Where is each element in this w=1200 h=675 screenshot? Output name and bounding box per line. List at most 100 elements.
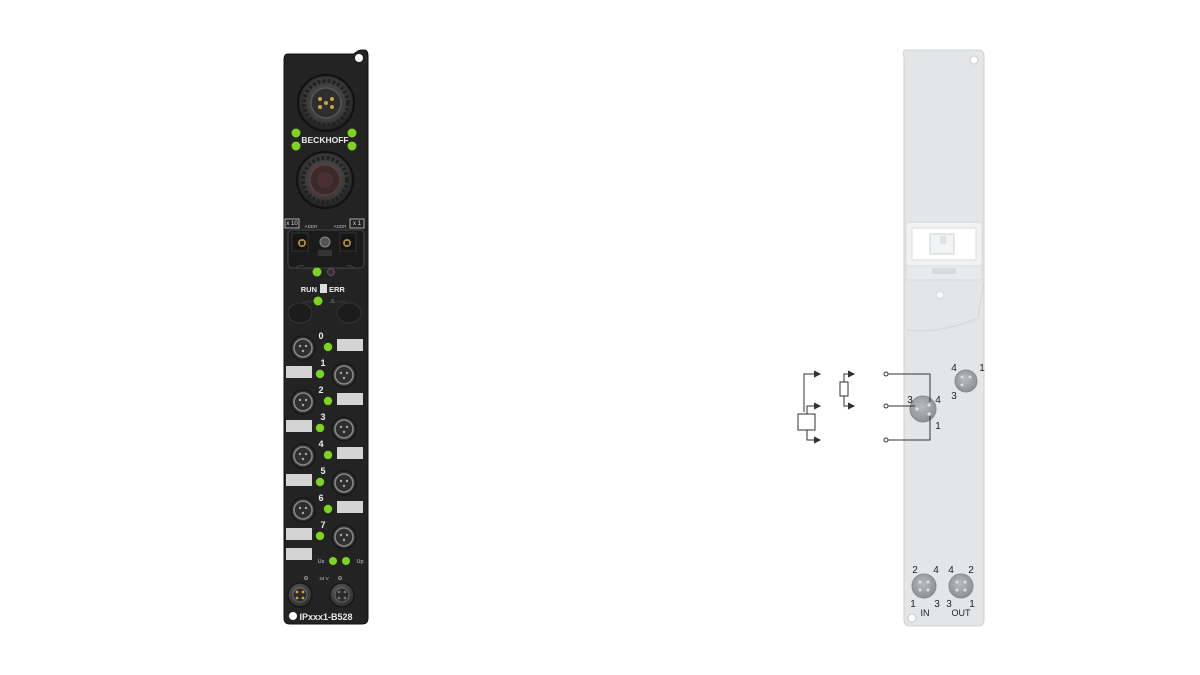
rotary-tag-x1-frame	[349, 218, 365, 229]
arrow-icon	[847, 370, 856, 378]
wiring-schematic	[797, 370, 931, 444]
sensor-symbol	[797, 413, 816, 431]
channel-led-0	[323, 342, 333, 352]
rotary-tag-x1: x 1	[353, 221, 362, 227]
in-pin-1: 1	[910, 599, 916, 610]
channel-number-1: 1	[320, 358, 325, 368]
resistor-symbol	[839, 381, 849, 397]
channel-number-4: 4	[318, 439, 323, 449]
channel-led-2	[323, 396, 333, 406]
arrow-icon	[813, 370, 822, 378]
channel-0: 0	[290, 331, 363, 361]
mounting-hole-bottom	[289, 612, 297, 620]
channel-3: 3	[286, 412, 357, 442]
us-label: Us	[318, 559, 325, 565]
back-module: 3 4 1 4 1 3 2 4 1 3 IN 4 2 3 1 OUT	[902, 49, 985, 627]
brand-logo: BECKHOFF	[301, 135, 348, 145]
back-power-in[interactable]	[911, 573, 937, 599]
channel-led-4	[323, 450, 333, 460]
aux-connector[interactable]	[954, 369, 978, 393]
in-pin-3: 3	[934, 599, 940, 610]
channel-number-6: 6	[318, 493, 323, 503]
led-act-out	[347, 141, 357, 151]
channel-1: 1	[286, 358, 357, 388]
led-us	[329, 557, 337, 565]
channel-label-field-0	[337, 339, 363, 351]
led-err-symbol: ⚠	[330, 298, 336, 305]
led-link-out	[347, 128, 357, 138]
channel-label-field-6	[337, 501, 363, 513]
channel-number-5: 5	[320, 466, 325, 476]
channel-number-2: 2	[318, 385, 323, 395]
out-pin-3: 3	[946, 599, 952, 610]
back-mounting-hole-top	[969, 55, 979, 65]
channel-number-7: 7	[320, 520, 325, 530]
channel-led-5	[315, 477, 325, 487]
status-recess-left	[287, 302, 313, 324]
up-label: Up	[356, 559, 363, 565]
channel-label-field-1	[286, 366, 312, 378]
schematic-line	[803, 373, 818, 412]
power-out-icon: ⊖	[337, 576, 342, 582]
status-recess-right	[336, 302, 362, 324]
channel-led-6	[323, 504, 333, 514]
arrow-icon	[847, 402, 856, 410]
aux-pin-4: 4	[951, 363, 957, 374]
channel-label-field-4	[337, 447, 363, 459]
rotary-tag-x10-frame	[284, 218, 300, 229]
channel-4: 4	[290, 439, 363, 469]
arrow-icon	[813, 402, 822, 410]
channel-7: 7	[286, 520, 357, 550]
aux-pin-3: 3	[951, 391, 957, 402]
back-power-out[interactable]	[948, 573, 974, 599]
run-err-separator	[320, 284, 327, 293]
channel-connector-6[interactable]	[290, 497, 316, 523]
back-mounting-hole-bottom	[907, 613, 917, 623]
out-pin-4: 4	[948, 565, 954, 576]
model-label: IPxxx1-B528	[299, 612, 352, 622]
channel-label-field-7	[286, 528, 312, 540]
arrow-icon	[813, 436, 822, 444]
channel-connector-3[interactable]	[331, 416, 357, 442]
channel-led-7	[315, 531, 325, 541]
channel-label-field-extra	[286, 548, 312, 560]
fieldbus-connector-in[interactable]	[297, 74, 355, 132]
channel-connector-5[interactable]	[331, 470, 357, 496]
channel-connector-2[interactable]	[290, 389, 316, 415]
channel-label-field-3	[286, 420, 312, 432]
channel-6: 6	[290, 493, 363, 523]
back-housing	[902, 49, 985, 627]
power-in-icon: ⊖	[303, 576, 308, 582]
addr-label-left: ADDR	[305, 224, 319, 229]
io-connector[interactable]	[909, 395, 937, 423]
channel-number-0: 0	[318, 331, 323, 341]
led-run	[313, 296, 323, 306]
power-connector-out[interactable]	[329, 582, 355, 608]
in-pin-4: 4	[933, 565, 939, 576]
io-pin-1: 1	[935, 421, 941, 432]
addr-label-right: ADDR	[334, 224, 348, 229]
channel-2: 2	[290, 385, 363, 415]
io-pin-4: 4	[935, 395, 941, 406]
out-pin-2: 2	[968, 565, 974, 576]
channel-connector-7[interactable]	[331, 524, 357, 550]
channel-label-field-5	[286, 474, 312, 486]
in-label: IN	[921, 608, 930, 618]
rotary-tag-x10: x 10	[286, 221, 298, 227]
aux-pin-1: 1	[979, 363, 985, 374]
fieldbus-connector-out[interactable]	[296, 151, 354, 209]
channel-connector-0[interactable]	[290, 335, 316, 361]
io-pin-3: 3	[907, 395, 913, 406]
channel-led-1	[315, 369, 325, 379]
out-label: OUT	[952, 608, 972, 618]
led-link-in	[291, 128, 301, 138]
channel-led-3	[315, 423, 325, 433]
err-label: ERR	[329, 285, 345, 294]
rotary-switch-center[interactable]	[319, 236, 331, 248]
channel-connector-4[interactable]	[290, 443, 316, 469]
in-pin-2: 2	[912, 565, 918, 576]
status-indicator	[327, 268, 335, 276]
channel-connector-1[interactable]	[331, 362, 357, 388]
power-connector-in[interactable]	[287, 582, 313, 608]
